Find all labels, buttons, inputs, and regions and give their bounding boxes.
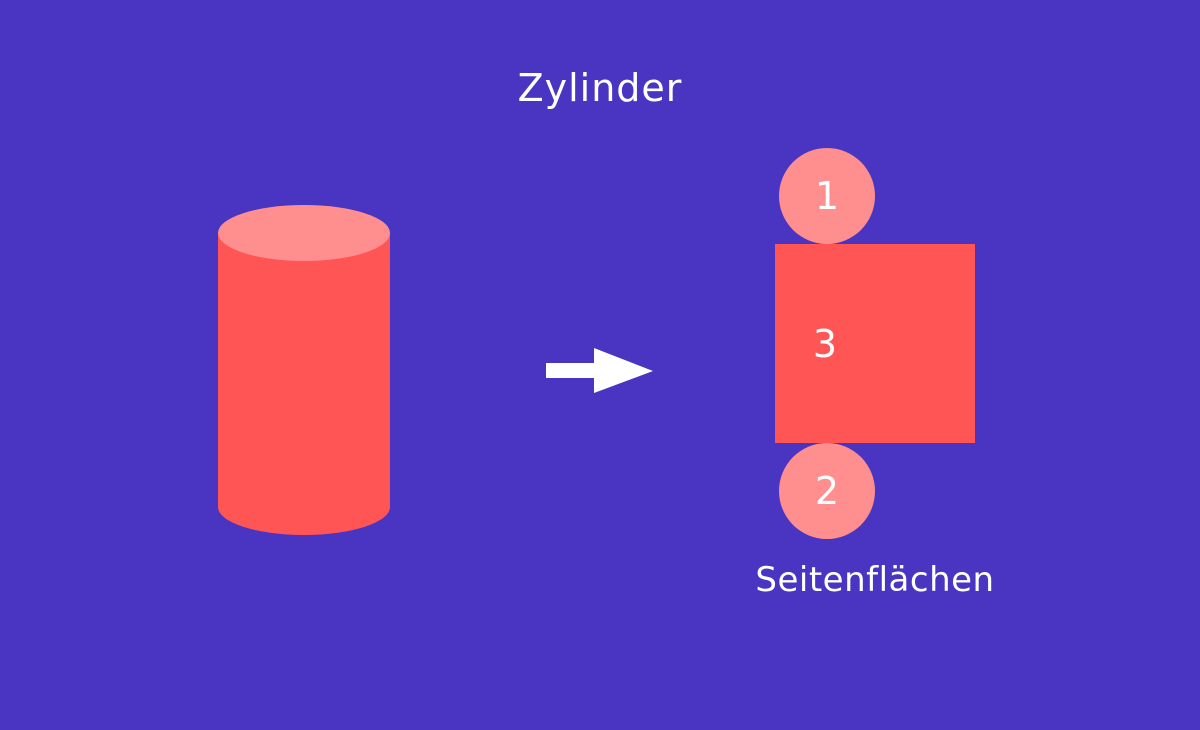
cylinder [218,205,390,535]
title: Zylinder [517,66,683,110]
side-rectangle [775,244,975,443]
bottom-circle-label: 2 [814,469,840,513]
caption: Seitenflächen [755,560,995,600]
bottom-circle [779,443,875,539]
top-circle-label: 1 [814,174,840,218]
top-circle [779,148,875,244]
cylinder-net [775,148,975,539]
cylinder-top-cap [218,205,390,261]
cylinder-body [218,233,390,535]
arrow-right-icon [546,348,653,393]
side-rect-label: 3 [812,322,838,366]
